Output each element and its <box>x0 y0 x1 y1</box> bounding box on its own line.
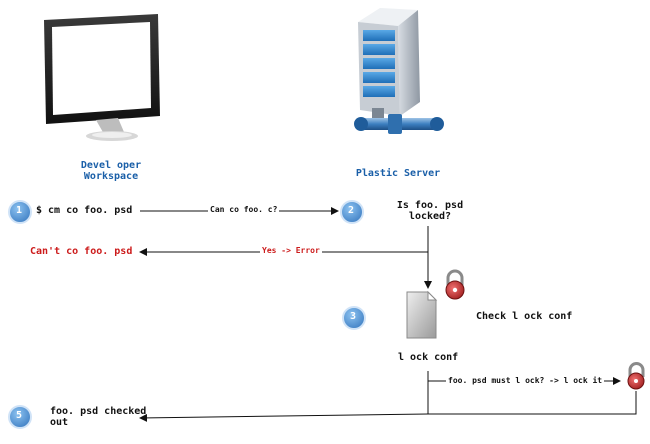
lock-to-return-line <box>428 391 637 415</box>
lock-icon-2 <box>627 362 645 390</box>
request-message: Can co foo. c? <box>208 205 280 214</box>
lock-check-message: foo. psd must l ock? -> l ock it <box>446 376 605 385</box>
server-to-lock-check-arrow <box>330 226 429 253</box>
workspace-label: Devel oper Workspace <box>66 160 156 182</box>
reply-message: Yes -> Error <box>260 246 322 255</box>
step-5-text-line2: out <box>50 417 69 428</box>
step-5-text-line1: foo. psd checked <box>50 406 147 417</box>
step-1-circle <box>8 200 32 224</box>
step-3-text: Check l ock conf <box>476 311 573 322</box>
step-2-number: 2 <box>348 205 355 216</box>
server-label: Plastic Server <box>355 168 441 179</box>
step-5-number: 5 <box>16 410 23 421</box>
error-result: Can't co foo. psd <box>30 246 133 257</box>
lock-conf-label: l ock conf <box>398 352 459 363</box>
document-icon <box>406 290 438 339</box>
step-2-question: Is foo. psd locked? <box>392 200 468 222</box>
monitor-icon <box>44 14 160 141</box>
step-5-circle <box>8 405 32 429</box>
step-3-number: 3 <box>350 311 357 322</box>
checkout-arrow <box>139 413 429 422</box>
server-icon <box>354 8 444 134</box>
step-2-circle <box>340 200 364 224</box>
step-1-command: $ cm co foo. psd <box>36 205 133 216</box>
step-2-question-line2: locked? <box>408 211 452 222</box>
workspace-label-line1: Devel oper <box>80 160 142 171</box>
step-5-text: foo. psd checked out <box>50 406 146 428</box>
lock-icon <box>445 269 465 300</box>
step-2-question-line1: Is foo. psd <box>396 200 464 211</box>
workspace-label-line2: Workspace <box>83 171 139 182</box>
step-3-circle <box>342 306 366 330</box>
step-1-number: 1 <box>16 205 23 216</box>
